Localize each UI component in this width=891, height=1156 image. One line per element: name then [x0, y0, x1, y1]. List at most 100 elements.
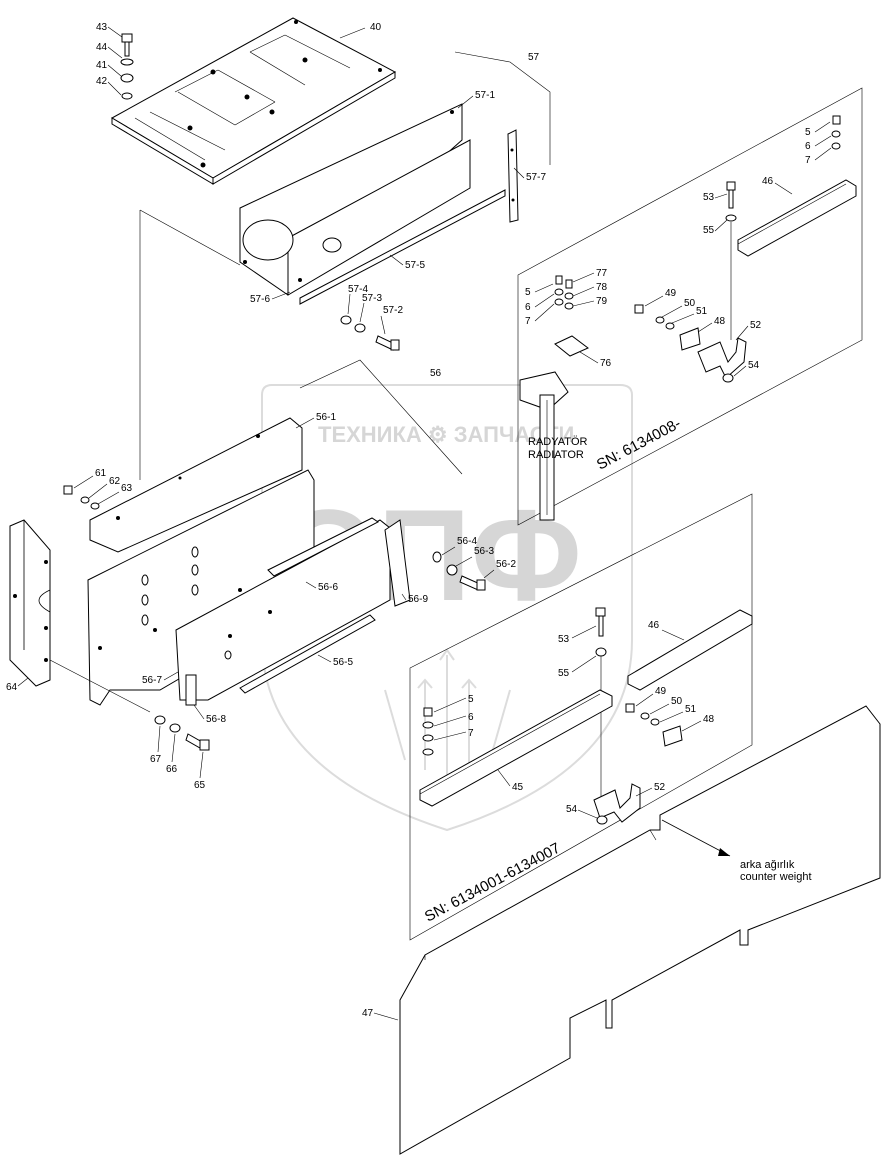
radiator-note-tr: RADYATÖR	[528, 436, 588, 448]
part-57-1-rear-panel	[239, 103, 471, 296]
callout-o50: 50	[671, 696, 683, 707]
callout-65: 65	[194, 780, 206, 791]
part-56-1-panel	[87, 417, 315, 706]
callout-67: 67	[150, 754, 162, 765]
callout-56: 56	[430, 368, 442, 379]
bolt-group-65	[154, 715, 210, 751]
callout-56-8: 56-8	[206, 714, 226, 725]
callout-43: 43	[96, 22, 108, 33]
callout-o51: 51	[685, 704, 697, 715]
part-56-6-channel	[267, 517, 379, 577]
callout-56-3: 56-3	[474, 546, 494, 557]
callout-m48: 48	[714, 316, 726, 327]
callout-o48: 48	[703, 714, 715, 725]
watermark-brand-text: ТЕХНИКА ⚙ ЗАПЧАСТИ	[318, 422, 574, 447]
callout-m51: 51	[696, 306, 708, 317]
part-47-counterweight	[399, 705, 881, 1155]
callout-57-3: 57-3	[362, 293, 382, 304]
nut-m54	[722, 373, 734, 383]
bolt-57-2	[340, 315, 400, 351]
callout-56-6: 56-6	[318, 582, 338, 593]
callout-o5: 5	[468, 694, 474, 705]
part-56-5-strip	[239, 614, 376, 694]
part-52-hanger	[697, 337, 747, 379]
callout-66: 66	[166, 764, 178, 775]
bolt-o53	[595, 607, 607, 657]
callout-o46: 46	[648, 620, 660, 631]
callout-56-9: 56-9	[408, 594, 428, 605]
callout-m78: 78	[596, 282, 608, 293]
callout-r46: 46	[762, 176, 774, 187]
callout-m77: 77	[596, 268, 608, 279]
callout-m79: 79	[596, 296, 608, 307]
callout-o45: 45	[512, 782, 524, 793]
bolt-group-m5	[554, 275, 574, 310]
bolt-group-o5	[422, 707, 434, 756]
callout-m6: 6	[525, 302, 531, 313]
callout-57-4: 57-4	[348, 284, 368, 295]
callout-62: 62	[109, 476, 121, 487]
callout-m54: 54	[748, 360, 760, 371]
callout-41: 41	[96, 60, 108, 71]
callout-o6: 6	[468, 712, 474, 723]
part-56-9-angle	[384, 519, 411, 607]
callout-o55: 55	[558, 668, 570, 679]
callout-57-1: 57-1	[475, 90, 495, 101]
callout-61: 61	[95, 468, 107, 479]
callout-44: 44	[96, 42, 108, 53]
callout-m52: 52	[750, 320, 762, 331]
callout-56-5: 56-5	[333, 657, 353, 668]
part-45-rail	[419, 689, 613, 807]
part-64-bracket	[9, 519, 51, 687]
callout-40: 40	[370, 22, 382, 33]
callout-56-4: 56-4	[457, 536, 477, 547]
callout-m7: 7	[525, 316, 531, 327]
callout-o53: 53	[558, 634, 570, 645]
callout-47: 47	[362, 1008, 374, 1019]
part-46-bracket-top	[737, 179, 857, 257]
part-o46-bracket	[627, 609, 753, 691]
callout-56-7: 56-7	[142, 675, 162, 686]
bolt-group-m49	[634, 304, 701, 351]
callout-m50: 50	[684, 298, 696, 309]
bolt-56-2	[432, 551, 486, 591]
part-40-top-cover	[110, 17, 397, 185]
callout-o54: 54	[566, 804, 578, 815]
radiator-mount	[519, 371, 569, 521]
counterweight-note-en: counter weight	[740, 871, 812, 883]
callout-r5: 5	[805, 127, 811, 138]
bolt-group-o49	[625, 703, 683, 747]
bolt-group-61	[63, 485, 100, 510]
bolt-r53	[725, 181, 737, 222]
callout-m76: 76	[600, 358, 612, 369]
callout-o7: 7	[468, 728, 474, 739]
callout-o49: 49	[655, 686, 667, 697]
callout-56-2: 56-2	[496, 559, 516, 570]
radiator-note-en: RADIATOR	[528, 449, 584, 461]
callout-m49: 49	[665, 288, 677, 299]
serial-range-new: SN: 6134008-	[594, 415, 684, 473]
callout-r6: 6	[805, 141, 811, 152]
callout-42: 42	[96, 76, 108, 87]
bolt-r5	[831, 115, 841, 150]
callout-57: 57	[528, 52, 540, 63]
bolt-43	[120, 33, 134, 100]
part-76-plate	[554, 335, 589, 357]
part-56-8-clip	[185, 674, 197, 706]
callout-64: 64	[6, 682, 18, 693]
callout-56-1: 56-1	[316, 412, 336, 423]
part-o52-hanger	[593, 783, 641, 823]
callout-57-7: 57-7	[526, 172, 546, 183]
part-57-7-angle	[507, 129, 519, 223]
callout-r55: 55	[703, 225, 715, 236]
counterweight-note-tr: arka ağırlık	[740, 859, 795, 871]
callout-57-2: 57-2	[383, 305, 403, 316]
callout-m5: 5	[525, 287, 531, 298]
callout-57-6: 57-6	[250, 294, 270, 305]
callout-r7: 7	[805, 155, 811, 166]
part-56-7-plate	[175, 519, 391, 701]
callout-o52: 52	[654, 782, 666, 793]
callout-r53: 53	[703, 192, 715, 203]
